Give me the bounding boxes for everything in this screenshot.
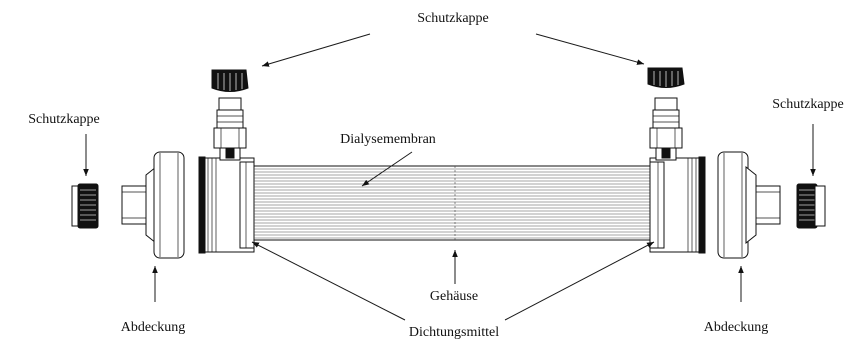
top-right-protective-cap	[647, 67, 685, 88]
label-housing: Gehäuse	[430, 289, 478, 304]
arrow-sealant-right	[504, 241, 655, 321]
left-header	[198, 97, 255, 254]
arrow-membrane	[361, 151, 413, 187]
arrow-cap-top-right	[535, 33, 645, 65]
right-end-cover	[717, 151, 781, 259]
right-header	[649, 97, 706, 254]
top-left-protective-cap	[211, 69, 249, 92]
label-cap-left: Schutzkappe	[28, 112, 100, 127]
label-cover-left: Abdeckung	[121, 320, 186, 335]
label-cap-top: Schutzkappe	[417, 11, 489, 26]
arrow-cap-top-left	[261, 33, 371, 67]
label-cap-right: Schutzkappe	[772, 97, 844, 112]
left-end-cover	[121, 151, 185, 259]
left-protective-cap	[71, 183, 99, 229]
housing-body	[253, 165, 651, 241]
label-membrane: Dialysemembran	[340, 132, 436, 147]
label-cover-right: Abdeckung	[704, 320, 769, 335]
leader-arrows	[83, 33, 816, 321]
label-sealant: Dichtungsmittel	[409, 325, 499, 340]
arrow-sealant-left	[251, 241, 406, 321]
right-protective-cap	[796, 183, 826, 229]
